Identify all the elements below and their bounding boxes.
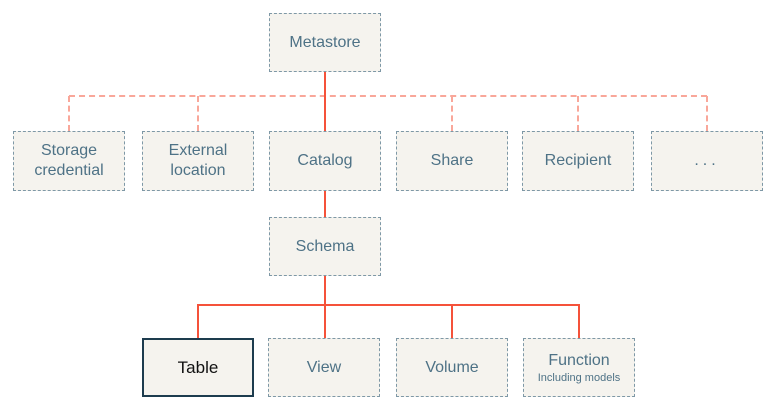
- connector-metastore-catalog: [324, 72, 326, 131]
- node-view-label: View: [306, 358, 342, 376]
- node-recipient: Recipient: [522, 131, 634, 191]
- node-metastore-label: Metastore: [289, 33, 361, 51]
- node-schema-label: Schema: [295, 237, 355, 255]
- connector-drop-volume: [451, 305, 453, 338]
- node-catalog-label: Catalog: [297, 152, 353, 169]
- connector-drop-function: [578, 305, 580, 338]
- connector-catalog-schema: [324, 191, 326, 217]
- connector-schema-view: [324, 276, 326, 338]
- connector-drop-ellipsis: [706, 96, 708, 131]
- node-catalog: Catalog: [269, 131, 381, 191]
- node-schema: Schema: [269, 217, 381, 276]
- node-storage-credential-label: Storage credential: [34, 142, 104, 179]
- node-storage-credential: Storage credential: [13, 131, 125, 191]
- node-ellipsis-label: ...: [694, 152, 720, 169]
- node-volume-label: Volume: [425, 358, 479, 376]
- node-view: View: [268, 338, 380, 397]
- node-table-label: Table: [177, 357, 219, 377]
- connector-drop-external-location: [197, 96, 199, 131]
- connector-drop-share: [451, 96, 453, 131]
- node-external-location-label: External location: [168, 142, 228, 179]
- node-ellipsis: ...: [651, 131, 763, 191]
- node-table: Table: [142, 338, 254, 397]
- node-volume: Volume: [396, 338, 508, 397]
- connector-drop-table: [197, 305, 199, 338]
- node-recipient-label: Recipient: [544, 152, 612, 169]
- connector-schema-children-bus: [197, 304, 580, 306]
- node-function-sublabel: Including models: [537, 371, 621, 384]
- node-external-location: External location: [142, 131, 254, 191]
- connector-drop-storage-credential: [68, 96, 70, 131]
- node-function-label: Function: [548, 351, 610, 369]
- node-metastore: Metastore: [269, 13, 381, 72]
- node-function: Function Including models: [523, 338, 635, 397]
- node-share: Share: [396, 131, 508, 191]
- connector-metastore-children-bus: [69, 95, 707, 97]
- node-share-label: Share: [430, 152, 474, 169]
- connector-drop-recipient: [577, 96, 579, 131]
